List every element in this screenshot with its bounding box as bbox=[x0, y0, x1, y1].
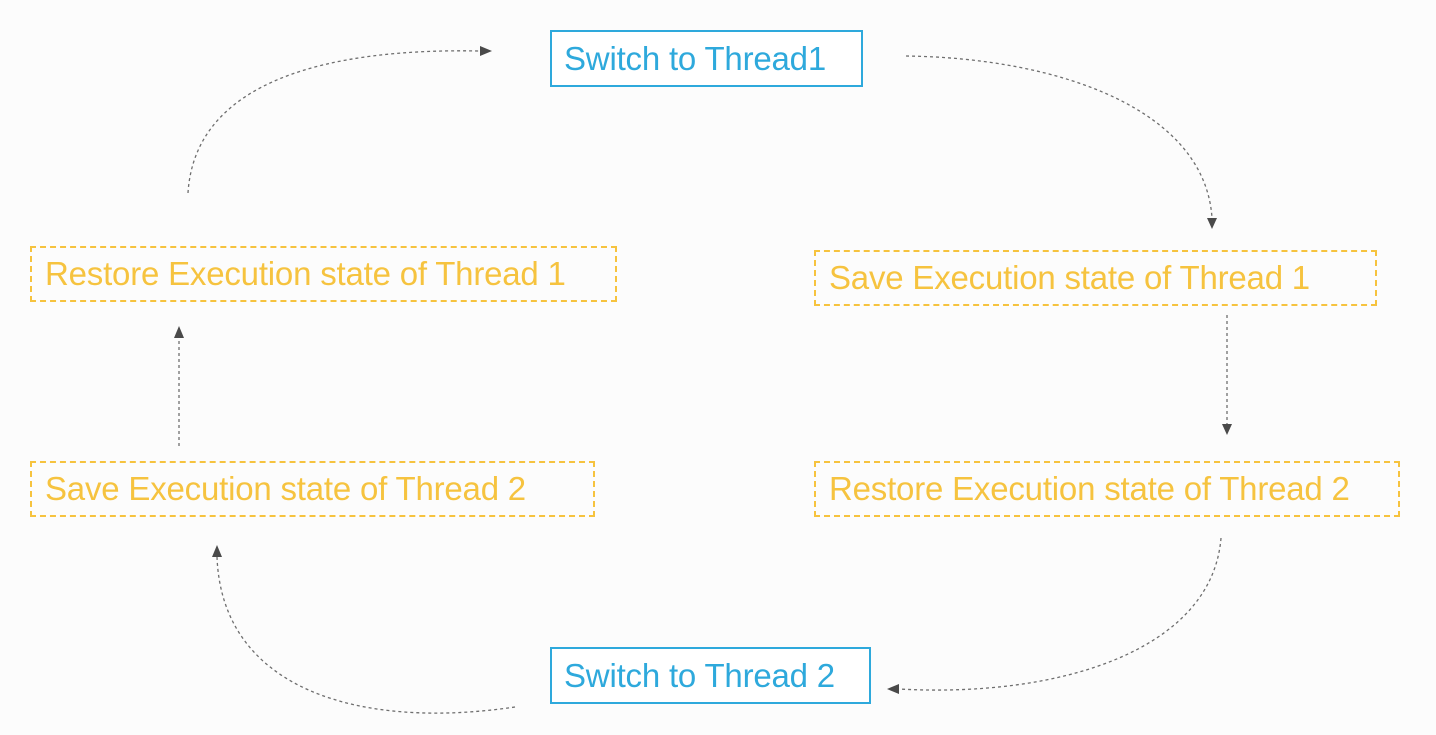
restore-state-thread2-box: Restore Execution state of Thread 2 bbox=[814, 461, 1400, 517]
restore-state-thread1-box: Restore Execution state of Thread 1 bbox=[30, 246, 617, 302]
arrow-restore2-to-switch2 bbox=[898, 537, 1222, 691]
switch-thread2-box: Switch to Thread 2 bbox=[550, 647, 871, 704]
restore-state-thread1-label: Restore Execution state of Thread 1 bbox=[45, 255, 566, 292]
arrowhead-switch1 bbox=[480, 46, 492, 56]
switch-thread2-label: Switch to Thread 2 bbox=[564, 656, 835, 694]
save-state-thread2-box: Save Execution state of Thread 2 bbox=[30, 461, 595, 517]
arrowhead-save1 bbox=[1207, 218, 1217, 229]
arrowhead-restore1 bbox=[174, 326, 184, 338]
restore-state-thread2-label: Restore Execution state of Thread 2 bbox=[829, 470, 1350, 507]
arrow-switch1-to-save1 bbox=[905, 55, 1213, 219]
arrowhead-switch2 bbox=[887, 684, 899, 694]
save-state-thread1-label: Save Execution state of Thread 1 bbox=[829, 259, 1310, 296]
switch-thread1-label: Switch to Thread1 bbox=[564, 39, 826, 77]
arrowhead-save2 bbox=[212, 545, 222, 557]
save-state-thread1-box: Save Execution state of Thread 1 bbox=[814, 250, 1377, 306]
arrow-restore1-to-switch1 bbox=[187, 50, 481, 194]
arrow-switch2-to-save2 bbox=[216, 556, 516, 714]
arrowhead-restore2 bbox=[1222, 424, 1232, 435]
save-state-thread2-label: Save Execution state of Thread 2 bbox=[45, 470, 526, 507]
switch-thread1-box: Switch to Thread1 bbox=[550, 30, 863, 87]
